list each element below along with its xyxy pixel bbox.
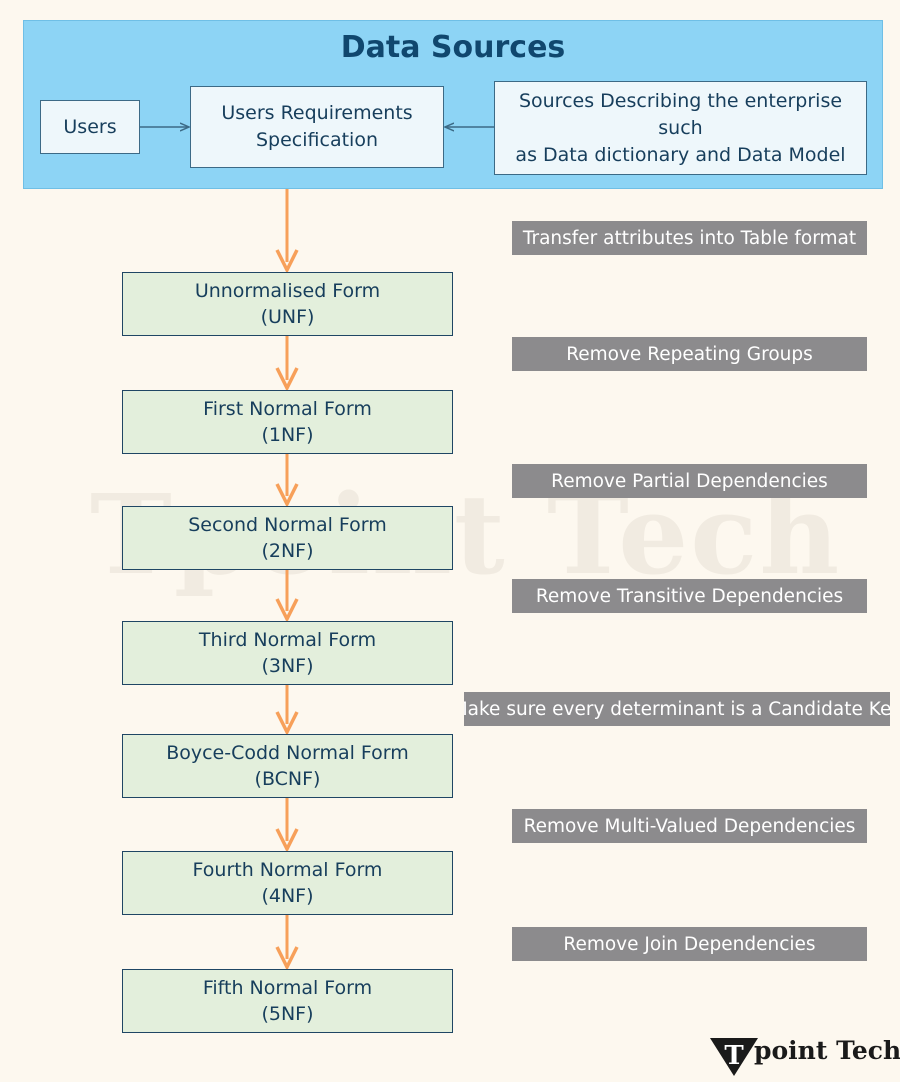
- users-box: Users: [40, 100, 140, 154]
- form-box-3nf: Third Normal Form (3NF): [122, 621, 453, 685]
- flow-arrow-6: [275, 798, 299, 853]
- form-box-4nf: Fourth Normal Form (4NF): [122, 851, 453, 915]
- users-label: Users: [63, 115, 117, 138]
- logo-text: point Tech: [754, 1036, 900, 1065]
- step-label-5: Make sure every determinant is a Candida…: [464, 692, 890, 726]
- form-abbr: (3NF): [261, 655, 314, 677]
- requirements-box: Users Requirements Specification: [190, 86, 444, 168]
- form-box-bcnf: Boyce-Codd Normal Form (BCNF): [122, 734, 453, 798]
- form-name: Unnormalised Form: [194, 280, 381, 302]
- tpoint-tech-logo: T point Tech: [708, 1030, 900, 1080]
- enterprise-sources-box: Sources Describing the enterprise such a…: [494, 81, 867, 175]
- step-label-3: Remove Partial Dependencies: [512, 464, 867, 498]
- page-title: Data Sources: [340, 30, 566, 65]
- flow-arrow-7: [275, 915, 299, 971]
- form-abbr: (BCNF): [254, 768, 321, 790]
- form-name: Fifth Normal Form: [202, 977, 373, 999]
- form-box-1nf: First Normal Form (1NF): [122, 390, 453, 454]
- form-abbr: (2NF): [261, 540, 314, 562]
- step-label-1: Transfer attributes into Table format: [512, 221, 867, 255]
- flow-arrow-1: [275, 189, 299, 274]
- sources-line-2: as Data dictionary and Data Model: [515, 143, 846, 166]
- sources-line-1: Sources Describing the enterprise such: [518, 89, 843, 139]
- form-box-unf: Unnormalised Form (UNF): [122, 272, 453, 336]
- step-label-2: Remove Repeating Groups: [512, 337, 867, 371]
- step-label-7: Remove Join Dependencies: [512, 927, 867, 961]
- flow-arrow-5: [275, 685, 299, 736]
- form-box-5nf: Fifth Normal Form (5NF): [122, 969, 453, 1033]
- form-name: Fourth Normal Form: [192, 859, 383, 881]
- requirements-line-2: Specification: [256, 129, 378, 151]
- form-box-2nf: Second Normal Form (2NF): [122, 506, 453, 570]
- flow-arrow-4: [275, 570, 299, 623]
- step-label-4: Remove Transitive Dependencies: [512, 579, 867, 613]
- requirements-line-1: Users Requirements: [221, 102, 413, 124]
- logo-triangle-icon: T: [710, 1038, 758, 1076]
- form-name: Third Normal Form: [198, 629, 377, 651]
- form-abbr: (UNF): [260, 306, 315, 328]
- svg-text:T: T: [724, 1041, 744, 1071]
- form-name: Boyce-Codd Normal Form: [166, 742, 409, 764]
- flow-arrow-3: [275, 454, 299, 508]
- step-label-6: Remove Multi-Valued Dependencies: [512, 809, 867, 843]
- form-abbr: (1NF): [261, 424, 314, 446]
- form-abbr: (5NF): [261, 1003, 314, 1025]
- form-abbr: (4NF): [261, 885, 314, 907]
- form-name: Second Normal Form: [188, 514, 387, 536]
- form-name: First Normal Form: [203, 398, 372, 420]
- flow-arrow-2: [275, 336, 299, 392]
